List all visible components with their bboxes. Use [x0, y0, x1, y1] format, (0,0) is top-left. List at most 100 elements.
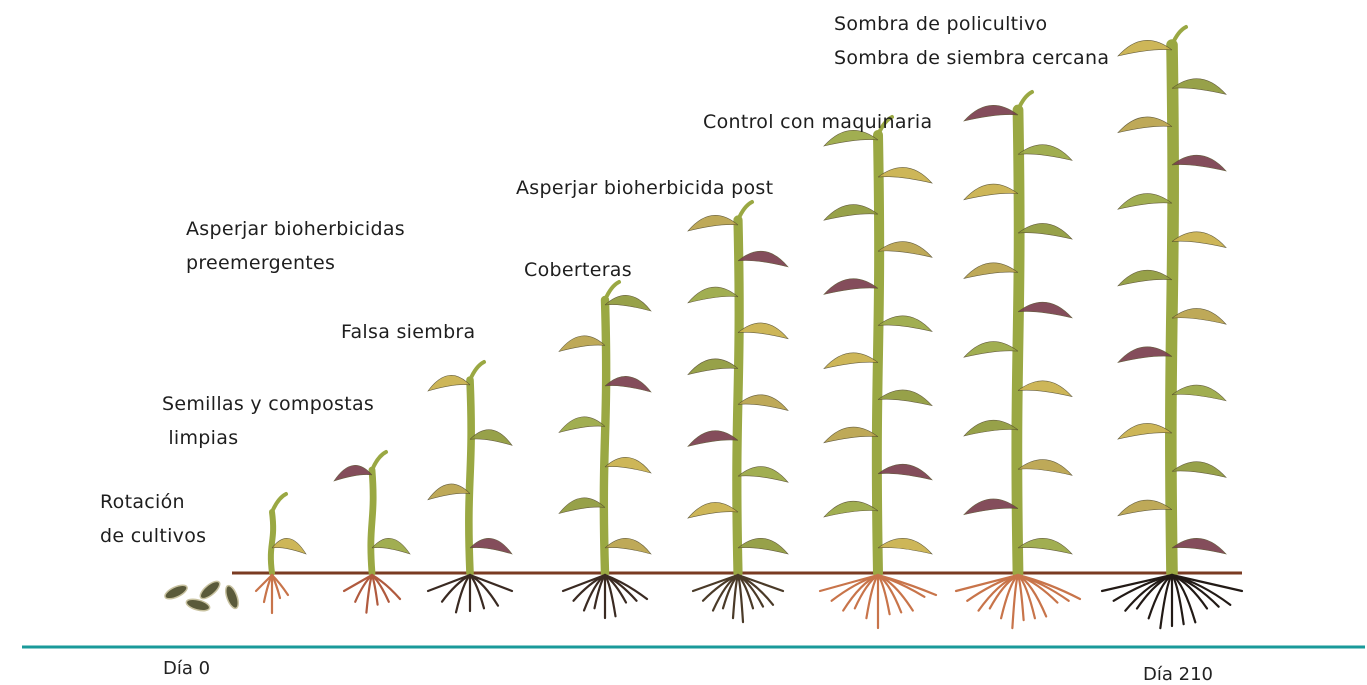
leaf-shape — [877, 315, 933, 332]
label-falsa-siembra: Falsa siembra — [341, 315, 475, 349]
leaf-shape — [1117, 423, 1173, 440]
label-falsa-siembra-line1: Falsa siembra — [341, 321, 476, 343]
root-line — [1170, 573, 1244, 593]
leaf-shape — [737, 322, 789, 340]
root-line — [468, 573, 514, 593]
leaf-shape — [877, 241, 933, 258]
leaf-shape — [1017, 223, 1073, 240]
leaf-shape — [558, 335, 606, 353]
root-line — [370, 573, 402, 601]
leaf-shape — [604, 538, 652, 555]
label-coberteras-line1: Coberteras — [524, 259, 632, 281]
leaf-shape — [823, 278, 879, 295]
leaf-shape — [963, 341, 1019, 358]
label-control-maquinaria: Control con maquinaria — [703, 105, 932, 139]
leaf-shape — [687, 502, 739, 519]
leaf-shape — [1117, 269, 1173, 287]
leaf-shape — [687, 358, 739, 376]
leaf-shape — [687, 430, 739, 447]
plant-tip — [1016, 90, 1034, 112]
leaf-shape — [737, 466, 789, 483]
leaf-shape — [604, 457, 652, 474]
leaf-shape — [823, 130, 879, 147]
leaf-shape — [558, 416, 606, 434]
root-line — [342, 573, 374, 593]
leaf-shape — [737, 250, 789, 268]
label-rotacion-line1: Rotación — [100, 491, 185, 513]
plant-tip — [468, 360, 486, 382]
timeline-start-label: Día 0 — [163, 658, 211, 679]
label-bioherbicidas-pre-line2: preemergentes — [186, 252, 336, 274]
root-line — [736, 573, 785, 593]
seed-icon — [199, 580, 221, 600]
leaf-shape — [469, 429, 513, 446]
leaf-shape — [1117, 116, 1173, 134]
root-line — [1016, 573, 1082, 601]
seed-icon — [164, 584, 188, 600]
leaf-shape — [877, 389, 933, 407]
leaf-shape — [1171, 384, 1227, 402]
leaf-shape — [1171, 231, 1227, 249]
label-rotacion-line2: de cultivos — [100, 525, 207, 547]
leaf-shape — [963, 262, 1019, 279]
leaf-shape — [877, 538, 933, 555]
label-coberteras: Coberteras — [524, 253, 632, 287]
leaf-shape — [823, 426, 879, 444]
leaf-shape — [737, 394, 789, 411]
leaf-shape — [1117, 499, 1173, 517]
leaf-shape — [427, 375, 471, 392]
label-semillas: Semillas y compostas limpias — [162, 387, 374, 455]
leaf-shape — [1017, 459, 1073, 476]
plant-tip — [1170, 25, 1188, 47]
seed-icon — [225, 584, 239, 610]
label-bioherbicidas-pre: Asperjar bioherbicidas preemergentes — [186, 212, 405, 280]
leaf-shape — [687, 215, 739, 232]
leaf-shape — [1017, 380, 1073, 398]
leaf-shape — [963, 105, 1019, 122]
label-bioherbicidas-pre-line1: Asperjar bioherbicidas — [186, 218, 406, 240]
seed-icon — [185, 598, 211, 612]
label-sombra-line2: Sombra de siembra cercana — [834, 47, 1110, 69]
plant-stem — [267, 509, 277, 576]
leaf-shape — [1117, 40, 1173, 57]
leaf-shape — [963, 183, 1019, 201]
label-control-maquinaria-line1: Control con maquinaria — [703, 111, 933, 133]
plant-tip — [736, 200, 754, 222]
leaf-shape — [271, 538, 307, 555]
label-rotacion: Rotación de cultivos — [100, 485, 206, 553]
leaf-shape — [371, 538, 411, 555]
root-line — [270, 573, 290, 597]
plant-tip — [270, 492, 288, 514]
leaf-shape — [687, 286, 739, 304]
leaf-shape — [737, 538, 789, 555]
plant-tip — [603, 280, 621, 302]
leaf-shape — [1171, 154, 1227, 172]
leaf-shape — [963, 498, 1019, 516]
leaf-shape — [823, 500, 879, 518]
leaf-shape — [823, 352, 879, 370]
label-semillas-line1: Semillas y compostas — [162, 393, 375, 415]
plant-stem — [1165, 39, 1179, 579]
leaf-shape — [333, 465, 373, 482]
label-semillas-line2: limpias — [162, 427, 239, 449]
plant-stem — [732, 215, 744, 578]
plant-stem — [465, 376, 475, 577]
label-sombra-line1: Sombra de policultivo — [834, 13, 1048, 35]
plant-tip — [876, 115, 894, 137]
leaf-shape — [558, 497, 606, 515]
leaf-shape — [1117, 193, 1173, 210]
label-bioherbicida-post: Asperjar bioherbicida post — [516, 171, 773, 205]
leaf-shape — [427, 483, 471, 501]
leaf-shape — [1171, 78, 1227, 95]
leaf-shape — [823, 204, 879, 221]
leaf-shape — [1171, 538, 1227, 555]
root-line — [440, 573, 472, 603]
leaf-shape — [1117, 346, 1173, 363]
leaf-shape — [1017, 538, 1073, 555]
plant-tip — [370, 450, 388, 472]
leaf-shape — [1017, 144, 1073, 161]
plant-stem — [1011, 104, 1025, 579]
plant-stem — [367, 466, 377, 577]
leaf-shape — [963, 419, 1019, 437]
